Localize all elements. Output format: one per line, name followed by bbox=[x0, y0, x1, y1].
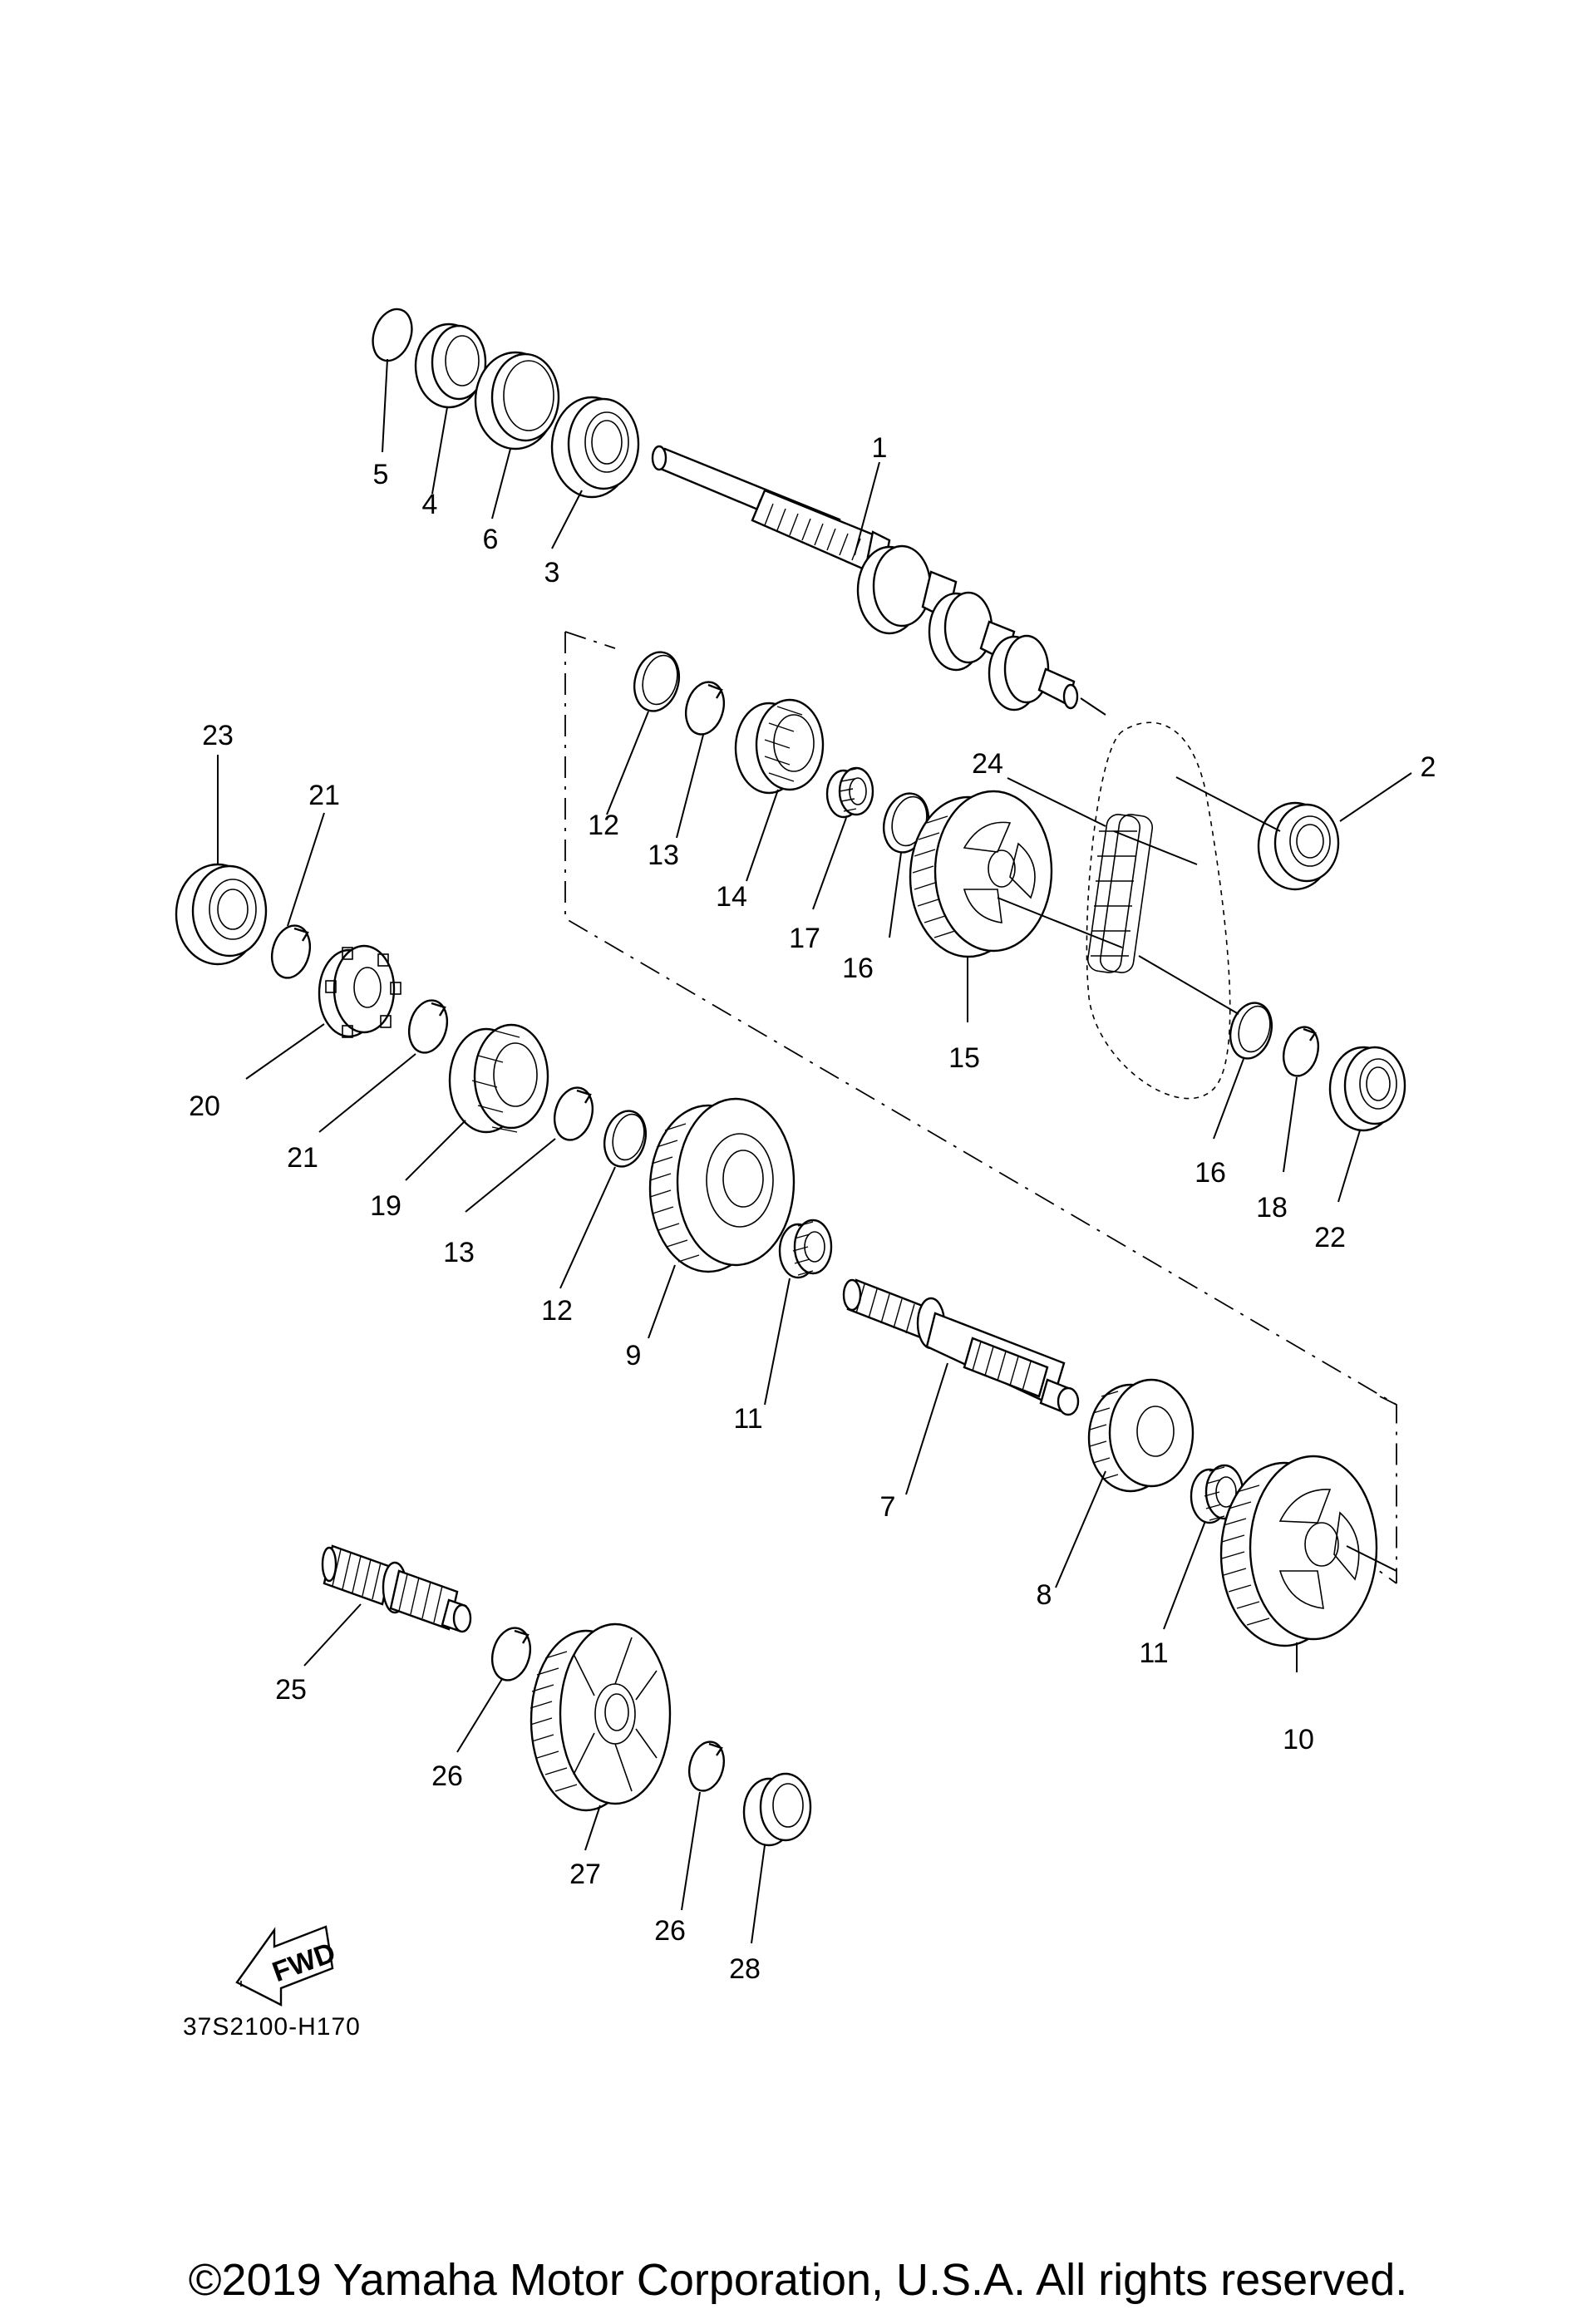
callout-22[interactable]: 22 bbox=[1314, 1222, 1346, 1253]
part-24-chain[interactable] bbox=[1086, 721, 1231, 1100]
copyright-notice: ©2019 Yamaha Motor Corporation, U.S.A. A… bbox=[188, 2255, 1408, 2305]
part-26-circlip-upper[interactable] bbox=[486, 1623, 535, 1684]
part-28-bushing[interactable] bbox=[742, 1772, 812, 1847]
part-8-gear[interactable] bbox=[1087, 1378, 1195, 1493]
callout-16-upper[interactable]: 16 bbox=[842, 953, 874, 984]
callout-12-lower[interactable]: 12 bbox=[541, 1295, 573, 1327]
part-14-dog-clutch[interactable] bbox=[734, 698, 825, 795]
part-27-gear[interactable] bbox=[530, 1622, 672, 1812]
part-26-circlip-lower[interactable] bbox=[684, 1738, 729, 1795]
part-20-collar[interactable] bbox=[318, 944, 401, 1038]
leader-lines bbox=[217, 358, 1412, 1944]
callout-24[interactable]: 24 bbox=[972, 748, 1003, 780]
part-21-circlip-upper[interactable] bbox=[266, 921, 315, 982]
callout-26-upper[interactable]: 26 bbox=[431, 1760, 463, 1792]
callout-23[interactable]: 23 bbox=[202, 720, 234, 751]
callout-19[interactable]: 19 bbox=[370, 1190, 401, 1222]
part-2-bearing[interactable] bbox=[1257, 801, 1340, 891]
part-16-washer-lower[interactable] bbox=[1224, 998, 1278, 1063]
callout-26-lower[interactable]: 26 bbox=[654, 1915, 686, 1947]
callout-9[interactable]: 9 bbox=[626, 1340, 642, 1371]
callout-6[interactable]: 6 bbox=[483, 524, 499, 555]
callout-21-lower[interactable]: 21 bbox=[287, 1142, 318, 1174]
callout-10[interactable]: 10 bbox=[1283, 1724, 1314, 1755]
part-3-bearing[interactable] bbox=[550, 396, 640, 499]
part-25-shaft[interactable] bbox=[321, 1544, 472, 1633]
callout-13-upper[interactable]: 13 bbox=[648, 839, 679, 871]
callout-12-upper[interactable]: 12 bbox=[588, 810, 619, 841]
callout-5[interactable]: 5 bbox=[373, 459, 389, 490]
callout-16-lower[interactable]: 16 bbox=[1195, 1157, 1226, 1189]
callout-11-upper[interactable]: 11 bbox=[733, 1403, 762, 1435]
callout-11-lower[interactable]: 11 bbox=[1139, 1637, 1168, 1669]
part-22-bearing[interactable] bbox=[1328, 1046, 1406, 1132]
part-4-bearing[interactable] bbox=[414, 323, 487, 409]
drawing-code: 37S2100-H170 bbox=[183, 2013, 361, 2041]
part-5-o-ring[interactable] bbox=[366, 303, 418, 366]
callout-labels: 1 2 3 4 5 6 7 8 9 10 11 11 12 12 13 13 1… bbox=[189, 432, 1436, 1985]
part-15-sprocket[interactable] bbox=[909, 790, 1053, 958]
callout-4[interactable]: 4 bbox=[422, 489, 438, 520]
part-1-primary-shaft[interactable] bbox=[651, 445, 1079, 711]
callout-15[interactable]: 15 bbox=[948, 1042, 980, 1074]
part-7-secondary-shaft[interactable] bbox=[842, 1278, 1080, 1416]
part-13-circlip-upper[interactable] bbox=[680, 677, 729, 738]
callout-18[interactable]: 18 bbox=[1256, 1192, 1288, 1224]
callout-20[interactable]: 20 bbox=[189, 1091, 220, 1122]
part-11-needle-bearing-upper[interactable] bbox=[778, 1219, 833, 1279]
part-21-circlip-lower[interactable] bbox=[403, 996, 452, 1056]
part-10-gear[interactable] bbox=[1219, 1455, 1378, 1647]
part-12-washer-upper[interactable] bbox=[628, 647, 686, 716]
part-19-dog-clutch[interactable] bbox=[448, 1023, 549, 1134]
callout-3[interactable]: 3 bbox=[544, 557, 560, 588]
callout-25[interactable]: 25 bbox=[275, 1674, 307, 1706]
callout-2[interactable]: 2 bbox=[1421, 751, 1436, 783]
callout-8[interactable]: 8 bbox=[1037, 1579, 1052, 1611]
fwd-arrow-icon: FWD bbox=[235, 1925, 340, 2006]
part-12-washer-lower[interactable] bbox=[598, 1106, 652, 1171]
part-9-gear[interactable] bbox=[648, 1097, 796, 1273]
callout-14[interactable]: 14 bbox=[716, 881, 747, 913]
callout-21-upper[interactable]: 21 bbox=[308, 780, 340, 811]
callout-7[interactable]: 7 bbox=[880, 1491, 896, 1523]
callout-17[interactable]: 17 bbox=[789, 923, 820, 954]
part-23-bearing[interactable] bbox=[175, 863, 268, 966]
callout-1[interactable]: 1 bbox=[872, 432, 888, 464]
part-17-needle-bearing[interactable] bbox=[825, 766, 874, 819]
callout-13-lower[interactable]: 13 bbox=[443, 1237, 475, 1268]
callout-27[interactable]: 27 bbox=[569, 1859, 601, 1890]
part-13-circlip-lower[interactable] bbox=[549, 1083, 598, 1144]
part-6-oil-seal[interactable] bbox=[474, 351, 560, 451]
part-18-circlip[interactable] bbox=[1278, 1023, 1323, 1080]
callout-28[interactable]: 28 bbox=[729, 1953, 761, 1985]
